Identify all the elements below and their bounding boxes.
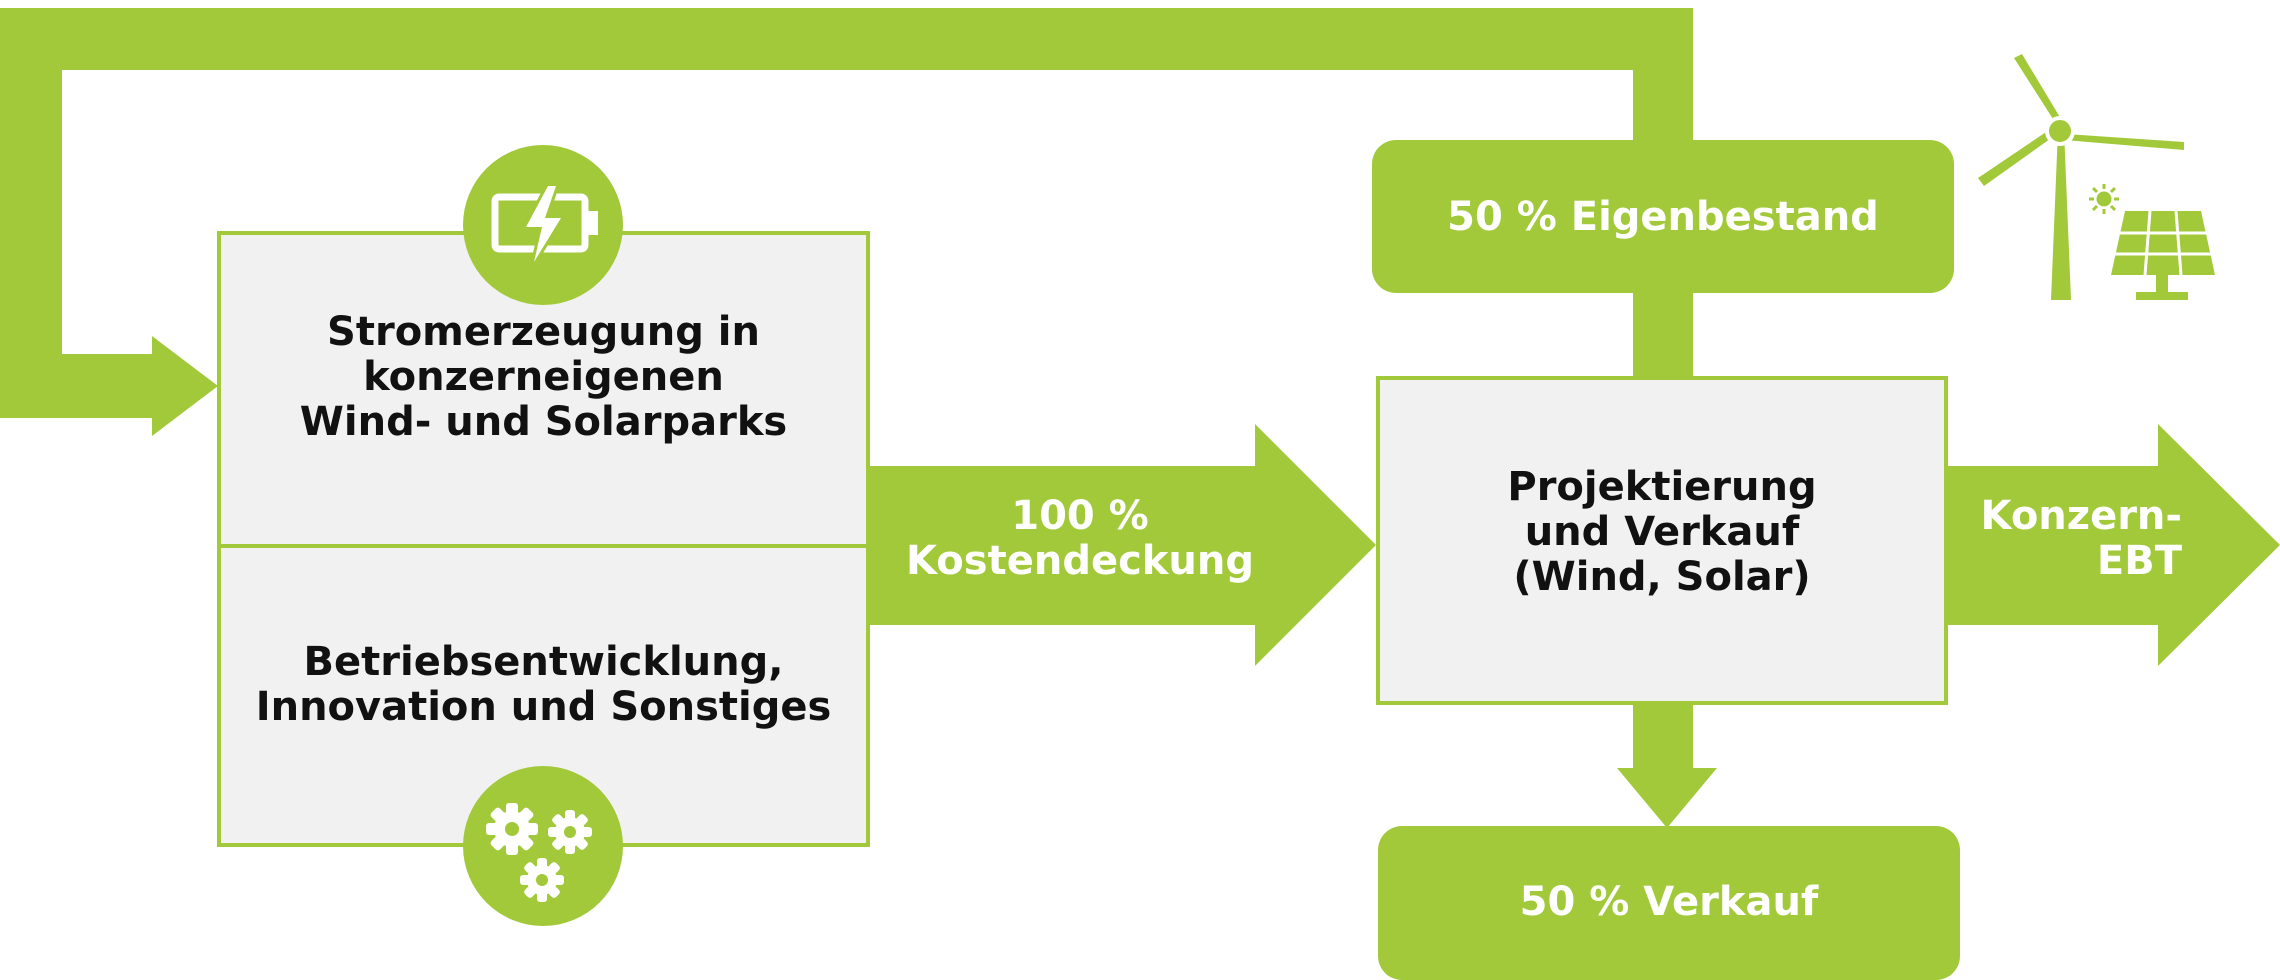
projects-box: [1376, 376, 1948, 705]
own-stock-label: 50 % Eigenbestand: [1447, 194, 1879, 240]
operations-container: [217, 231, 870, 847]
feedback-loop-arrow: [0, 8, 1693, 436]
own-stock-connector: [1633, 280, 1693, 380]
cost-coverage-arrow: [870, 424, 1376, 666]
generation-line-2: konzerneigenen: [363, 353, 724, 400]
projects-box-label: Projektierung und Verkauf (Wind, Solar): [1380, 465, 1944, 599]
cost-coverage-line-2: Kostendeckung: [906, 537, 1254, 584]
sun-icon: [2089, 184, 2119, 214]
ebt-line-1: Konzern-: [1980, 493, 2182, 539]
ebt-line-2: EBT: [2096, 537, 2182, 584]
wind-turbine-solar-panel-icon: [1978, 54, 2215, 300]
own-stock-pill: [1372, 140, 1954, 293]
development-line-2: Innovation und Sonstiges: [255, 683, 832, 730]
battery-charging-icon: [463, 145, 623, 305]
projects-line-3: (Wind, Solar): [1513, 553, 1811, 600]
generation-line-1: Stromerzeugung in: [327, 309, 760, 355]
projects-line-1: Projektierung: [1507, 464, 1817, 510]
sale-arrow: [1617, 705, 1717, 828]
ebt-arrow: [1948, 424, 2280, 666]
generation-line-3: Wind- und Solarparks: [299, 398, 788, 445]
ebt-label: Konzern- EBT: [1960, 494, 2182, 584]
sale-label: 50 % Verkauf: [1519, 879, 1819, 925]
sale-pill: [1378, 826, 1960, 980]
projects-line-2: und Verkauf: [1524, 508, 1800, 555]
development-line-1: Betriebsentwicklung,: [303, 639, 784, 685]
gears-icon: [463, 766, 623, 926]
cost-coverage-label: 100 % Kostendeckung: [880, 494, 1280, 584]
generation-box-label: Stromerzeugung in konzerneigenen Wind- u…: [219, 310, 868, 444]
cost-coverage-line-1: 100 %: [1011, 493, 1149, 539]
development-box-label: Betriebsentwicklung, Innovation und Sons…: [219, 640, 868, 730]
